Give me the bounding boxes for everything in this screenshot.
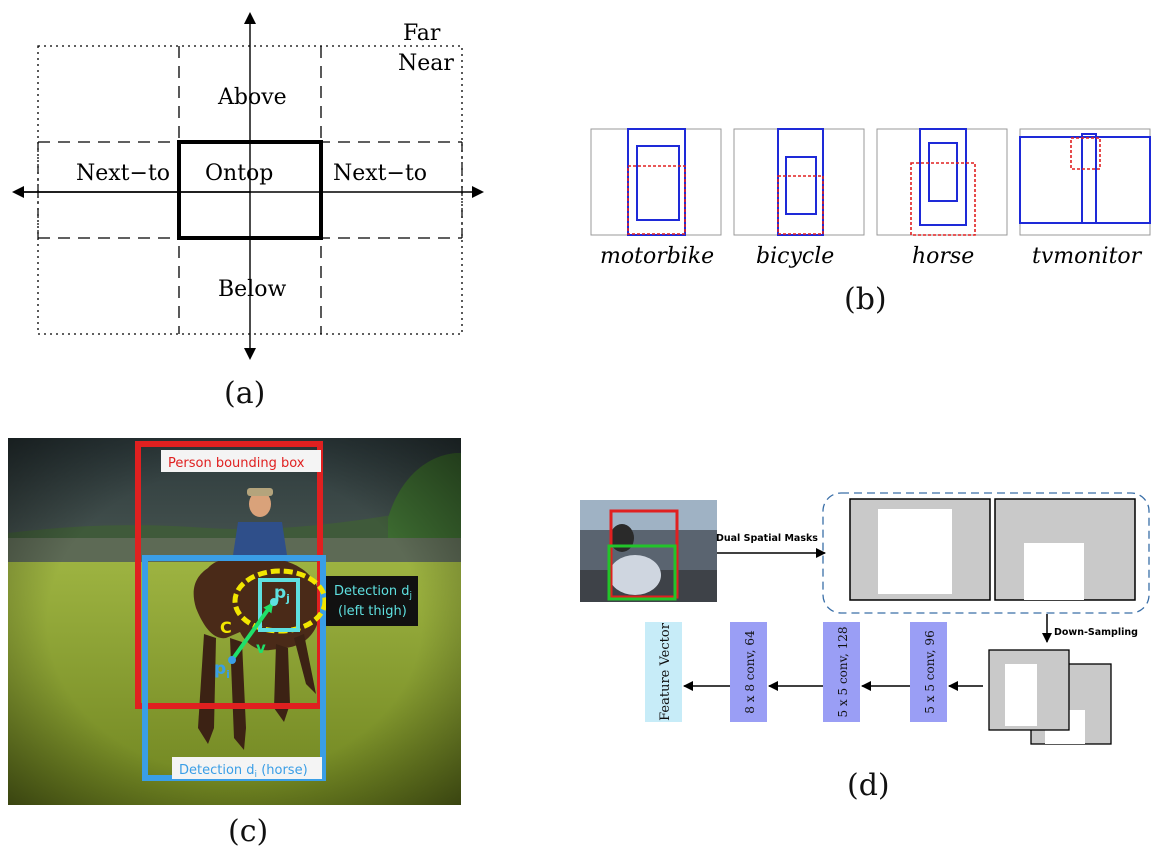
conv-layer-1 [910,622,947,722]
input-photo [580,500,717,602]
spatial-relations-diagram: Far Near Above Ontop Next−to Next−to Bel… [12,12,484,360]
class-label-bicycle: bicycle [756,244,835,269]
label-far: Far [403,21,441,46]
context-label: C [220,618,232,637]
detection-i-label-bg [172,757,322,779]
person-box-label: Person bounding box [168,456,305,471]
panel-d: 5 x 5 conv, 96 5 x 5 conv, 128 8 x 8 con… [575,490,1153,820]
point-i-label: pi [214,659,230,681]
detection-j-label-line1: Detection dj [334,584,412,601]
class-label-horse: horse [912,244,975,269]
horse-rider-photo: Person bounding box Detection di (horse)… [8,438,461,805]
class-label-motorbike: motorbike [600,244,715,269]
caption-a: (a) [224,376,266,411]
detection-j-box [258,578,300,632]
label-below: Below [218,277,286,302]
label-ontop: Ontop [205,161,273,186]
conv-layer-2-label: 5 x 5 conv, 128 [836,626,850,717]
masks-container [822,492,1150,614]
label-next-to-right: Next−to [333,161,427,186]
dual-spatial-masks-label: Dual Spatial Masks [716,533,818,544]
caption-d: (d) [847,768,890,803]
class-layouts [590,128,1151,236]
panel-b: motorbike bicycle horse tvmonitor (b) [580,110,1153,330]
label-above: Above [217,85,287,110]
detection-j-label-line2: (left thigh) [338,604,407,619]
label-near: Near [398,51,454,76]
layout-bicycle [733,128,865,236]
layout-horse [876,128,1008,236]
conv-layer-2 [823,622,860,722]
vector-label: v [256,639,266,657]
feature-vector-label: Feature Vector [658,622,673,721]
point-j-dot [270,598,278,606]
caption-b: (b) [844,282,887,317]
caption-c: (c) [228,814,269,849]
conv-layer-3 [730,622,767,722]
panel-a: Far Near Above Ontop Next−to Next−to Bel… [0,0,520,420]
offset-vector [230,602,274,662]
layout-tvmonitor [1019,128,1151,236]
point-j-label: pj [274,583,290,605]
conv-layer-3-label: 8 x 8 conv, 64 [743,630,757,714]
panel-c: Person bounding box Detection di (horse)… [8,438,461,849]
detection-i-label: Detection di (horse) [179,763,308,780]
conv-layer-1-label: 5 x 5 conv, 96 [923,630,937,713]
class-label-tvmonitor: tvmonitor [1032,244,1142,269]
feature-vector-block [645,622,682,722]
down-sampling-label: Down-Sampling [1054,627,1138,638]
label-next-to-left: Next−to [76,161,170,186]
layout-motorbike [590,128,722,236]
ontop-box [177,140,323,240]
network-diagram: 5 x 5 conv, 96 5 x 5 conv, 128 8 x 8 con… [580,492,1150,745]
point-i-dot [228,656,236,664]
detection-j-label-bg [326,576,418,626]
person-label-bg [161,450,321,472]
